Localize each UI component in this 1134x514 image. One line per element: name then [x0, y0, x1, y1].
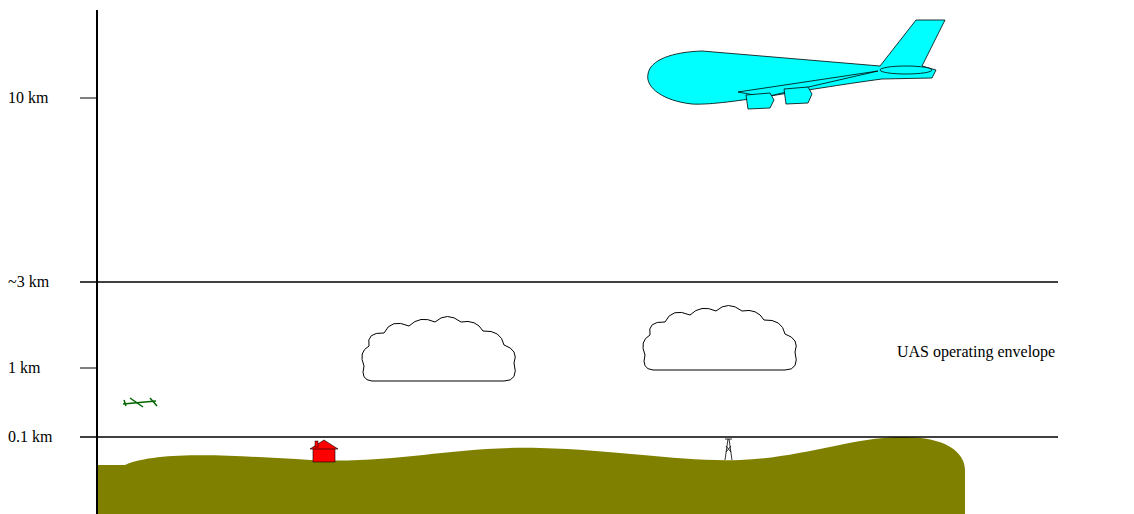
cloud [643, 306, 796, 371]
altitude-label: 10 km [8, 89, 48, 107]
axis-tick [80, 98, 97, 99]
envelope-upper-line [80, 281, 1058, 282]
altitude-axis [96, 10, 98, 514]
envelope-lower-line [80, 436, 1058, 437]
radio-tower [725, 439, 732, 460]
altitude-label: 0.1 km [8, 428, 52, 446]
altitude-label: ~3 km [8, 273, 49, 291]
uas-glider [123, 398, 157, 407]
airliner [648, 20, 945, 109]
ground-terrain [97, 437, 965, 514]
altitude-label: 1 km [8, 359, 40, 377]
house-icon [310, 440, 338, 462]
axis-tick [80, 368, 97, 369]
region-label: UAS operating envelope [897, 343, 1055, 361]
cloud [362, 317, 515, 382]
